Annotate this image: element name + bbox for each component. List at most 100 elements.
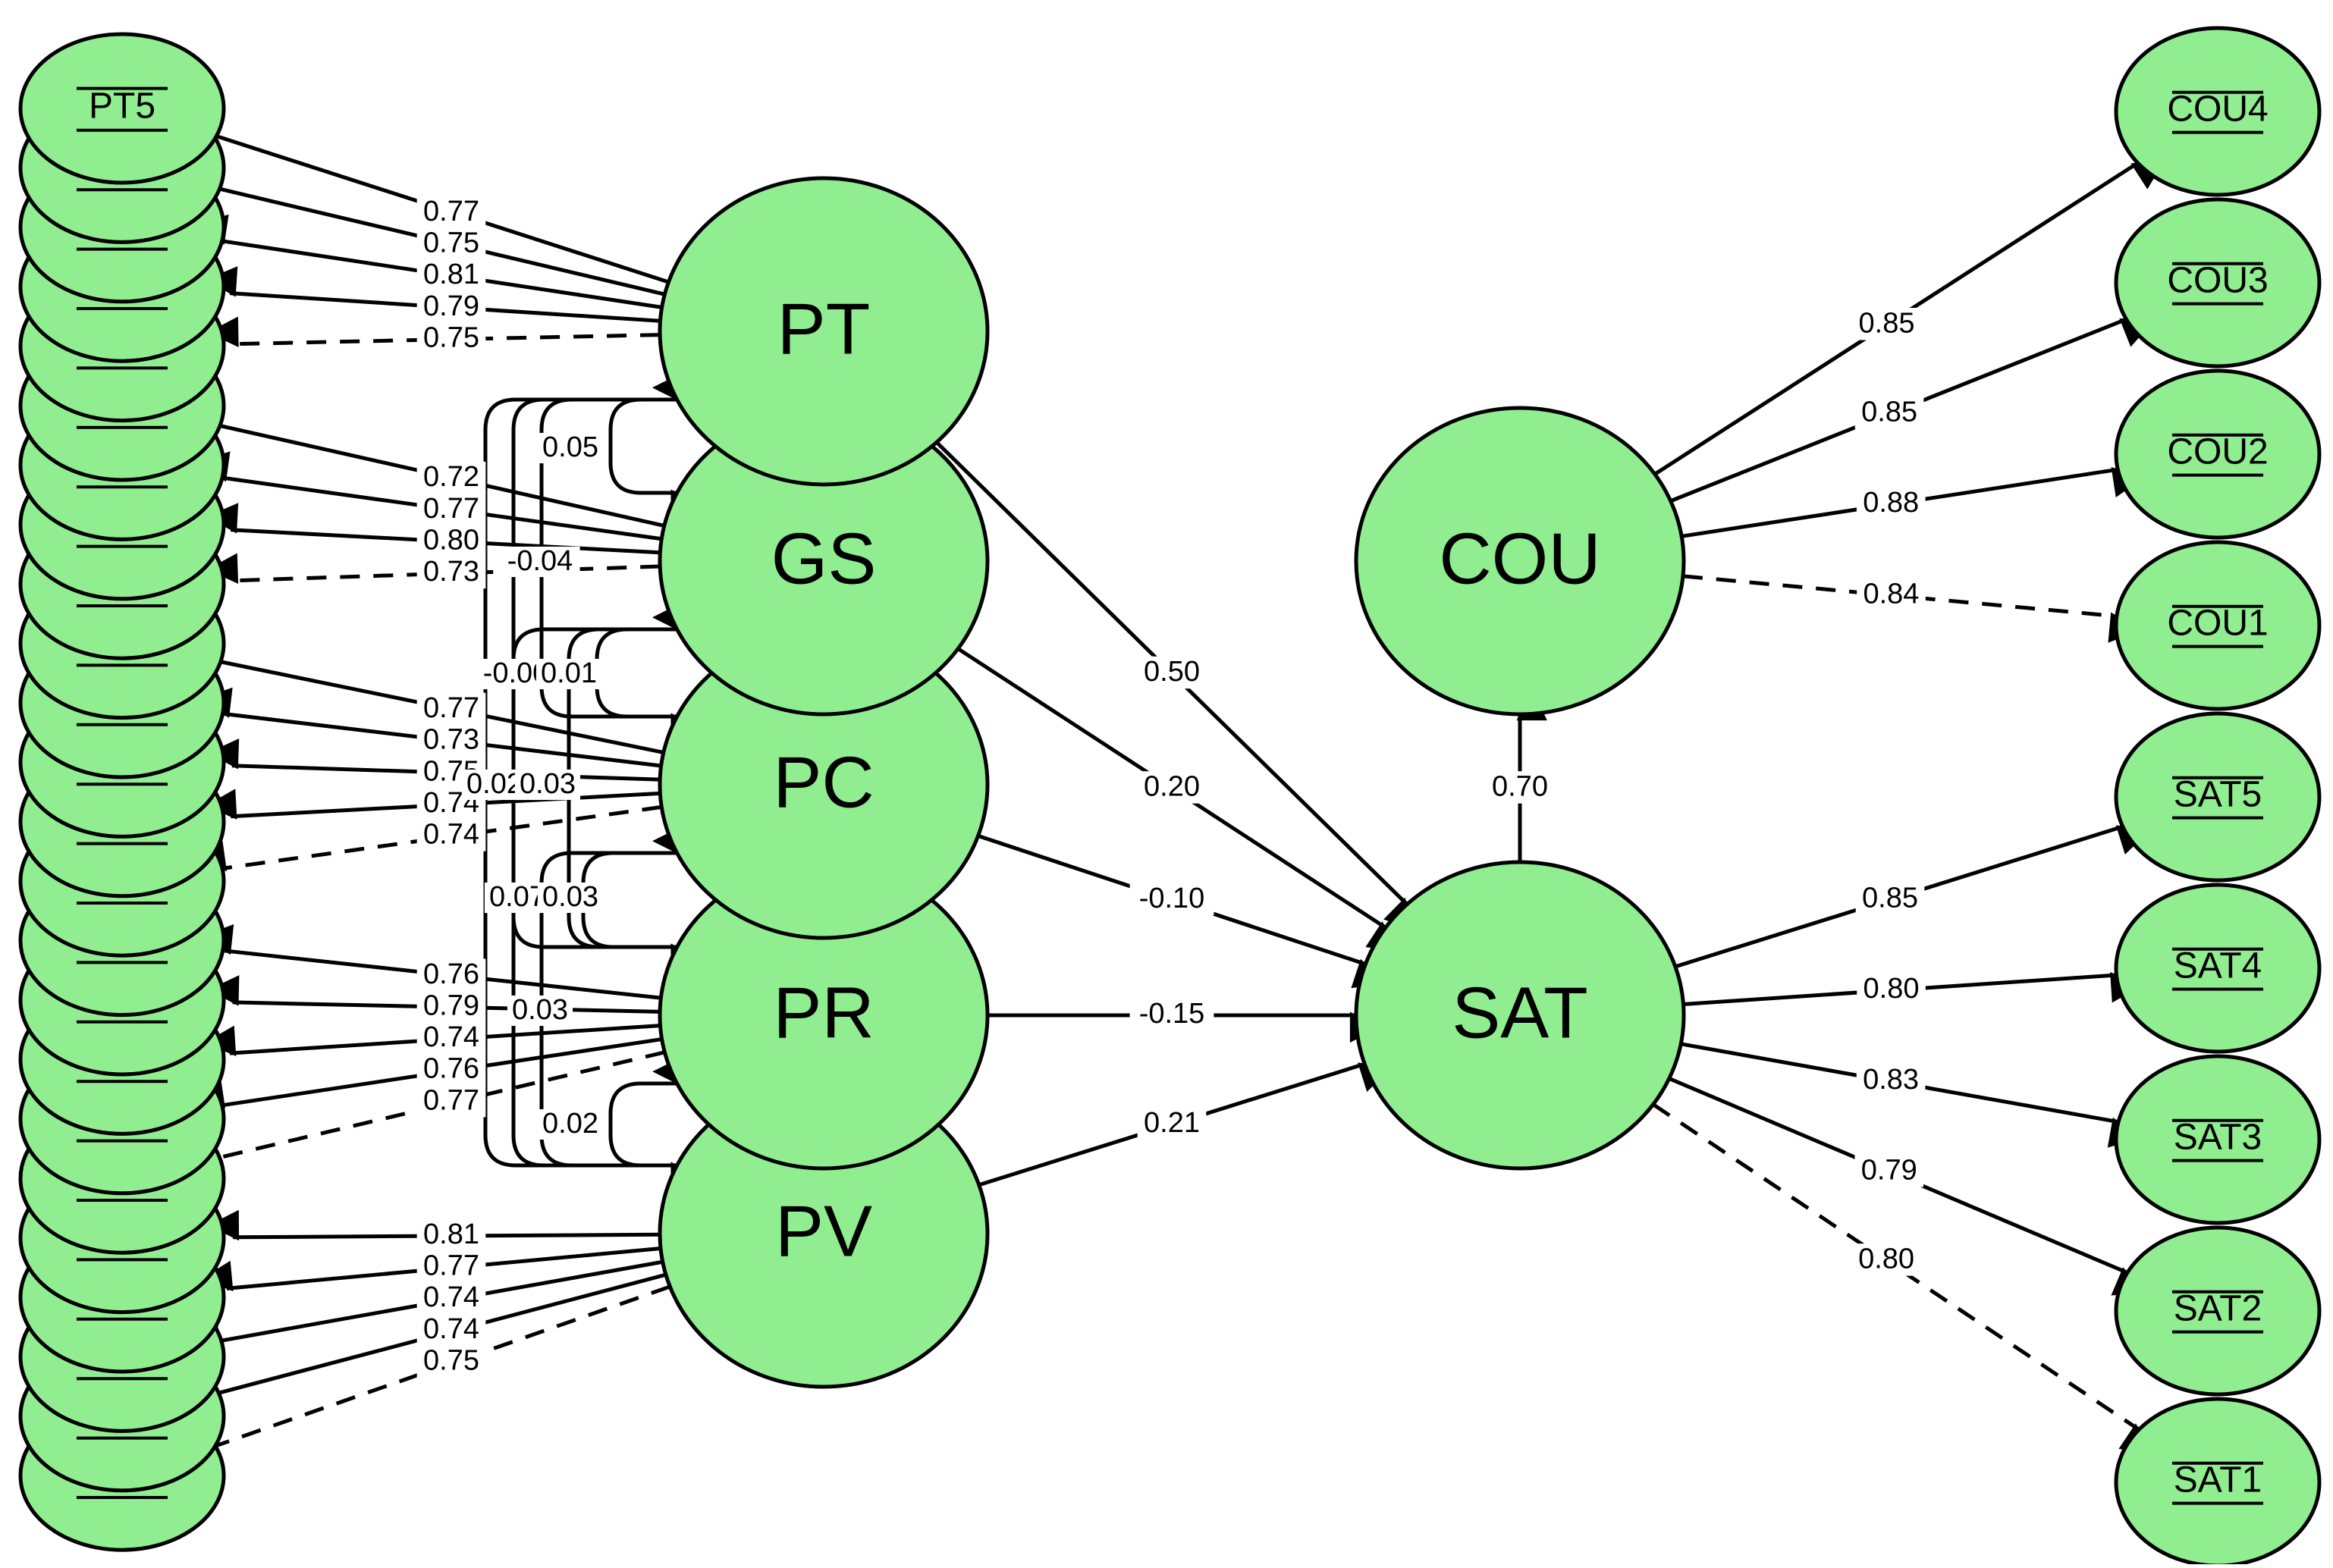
coef-pt-sat: 0.50 [1144,656,1200,688]
loading-label-cou4-bg [1852,308,1921,340]
loading-label-pv3: 0.74 [423,1281,479,1313]
covariance-label-gs-pc: -0.04 [507,545,573,577]
loading-label-pc1: 0.74 [423,819,479,851]
indicator-label-cou2: COU2 [2167,432,2268,472]
indicator-ellipse-cou4 [2114,26,2322,197]
covariance-label-gs-pc-bg [500,546,580,578]
loading-label-pv1: 0.75 [423,1344,479,1376]
loading-label-pc1-bg [416,819,486,851]
loading-label-pr1: 0.77 [423,1084,479,1116]
covariance-label-gs-pr-bg [535,658,602,690]
indicator-node-cou3[interactable]: COU3 [2114,197,2322,368]
loading-label-sat1-bg [1851,1243,1921,1276]
coef-sat-cou: 0.70 [1492,771,1548,803]
loading-label-gs2-bg [416,525,486,557]
covariance-label-gs-pr: 0.01 [541,657,597,689]
latent-node-pv[interactable]: PV [658,1078,990,1389]
loading-label-pr2-bg [416,1053,486,1086]
indicator-ellipse-cou3 [2114,197,2322,368]
indicator-node-sat1[interactable]: SAT1 [2114,1397,2322,1568]
loading-label-pr4-bg [416,990,486,1023]
loading-label-pr4: 0.79 [423,989,479,1021]
loading-label-cou3-bg [1854,397,1924,429]
indicator-label-sat4: SAT4 [2174,946,2262,986]
loading-label-sat2-bg [1854,1155,1924,1187]
loading-label-gs1: 0.73 [423,556,479,588]
latent-node-pc[interactable]: PC [658,629,990,940]
indicator-node-cou4[interactable]: COU4 [2114,26,2322,197]
loading-label-pr3: 0.74 [423,1021,479,1053]
nodes-layer: PV1PV2PV3PV4PV5PR1PR2PR3PR4PR5PC1PC2PC3P… [18,26,2322,1568]
loading-label-gs2: 0.80 [423,524,479,556]
indicator-label-cou4: COU4 [2167,89,2268,130]
latent-label-cou: COU [1439,518,1600,599]
loading-label-sat2: 0.79 [1861,1154,1917,1186]
loading-label-cou4: 0.85 [1859,307,1915,339]
loading-label-pr3-bg [416,1021,486,1055]
loading-label-pc4-bg [416,724,486,757]
right-indicator-column: SAT1 SAT2 SAT3 SAT4 SAT5 COU1 COU2 COU3 COU4 [2114,26,2322,1568]
loading-label-sat4-bg [1857,973,1926,1006]
latent-ellipse-pt [658,176,990,487]
latent-node-sat[interactable]: SAT [1354,860,1686,1171]
loading-label-cou2-bg [1856,487,1926,520]
loading-label-cou3: 0.85 [1861,397,1917,428]
indicator-ellipse-pt5 [18,32,226,185]
indicator-node-sat3[interactable]: SAT3 [2114,1054,2322,1225]
covariance-pr-pv [608,1056,702,1193]
loading-label-gs3-bg [416,493,486,525]
loading-label-pv2-bg [416,1313,486,1346]
covariance-label-pt-gs-bg [537,432,604,464]
loading-label-pv4: 0.77 [423,1250,479,1282]
coef-pr-sat: -0.15 [1139,998,1205,1030]
latent-node-pr[interactable]: PR [658,860,990,1171]
indicator-label-cou1: COU1 [2167,604,2268,644]
loading-label-sat3-bg [1856,1064,1926,1097]
indicator-ellipse-cou1 [2114,540,2322,711]
covariance-label-pc-pv: 0.03 [512,994,568,1026]
indicator-label-pt5: PT5 [89,86,155,127]
coef-pc-sat: -0.10 [1139,883,1205,914]
indicator-node-cou1[interactable]: COU1 [2114,540,2322,711]
loading-label-sat1: 0.80 [1858,1243,1914,1275]
loading-label-gs1-bg [416,556,486,589]
loading-label-pt3: 0.81 [423,259,479,290]
indicator-ellipse-sat2 [2114,1225,2322,1397]
loading-arrow-pv1 [163,1284,671,1457]
loading-label-pc5-bg [416,692,486,726]
indicator-node-pt5[interactable]: PT5 [18,32,226,185]
loading-label-pc4: 0.73 [423,724,479,756]
latent-ellipse-cou [1354,406,1686,717]
loading-label-pt1: 0.75 [423,321,479,353]
indicator-label-sat1: SAT1 [2174,1460,2262,1501]
loading-label-gs4-bg [416,461,486,494]
loading-label-pr5: 0.76 [423,958,479,990]
loading-label-sat5: 0.85 [1862,882,1918,914]
latent-node-gs[interactable]: GS [658,406,990,717]
loading-label-pt5-bg [416,196,486,229]
latent-node-cou[interactable]: COU [1354,406,1686,717]
loading-label-pv5: 0.81 [423,1218,479,1250]
loading-label-sat4: 0.80 [1864,973,1920,1005]
coef-gs-sat: 0.20 [1144,771,1200,803]
indicator-label-sat2: SAT2 [2174,1289,2262,1329]
latent-label-sat: SAT [1452,972,1588,1053]
covariance-label-pt-pv: 0.07 [489,881,545,913]
covariance-gs-pc [595,602,702,744]
loading-label-cou2: 0.88 [1863,487,1919,519]
indicator-ellipse-sat4 [2114,883,2322,1054]
loading-label-pt3-bg [416,259,486,292]
indicator-node-sat5[interactable]: SAT5 [2114,711,2322,883]
left-indicator-stack: PV1PV2PV3PV4PV5PR1PR2PR3PR4PR5PC1PC2PC3P… [18,32,226,1552]
indicator-node-sat2[interactable]: SAT2 [2114,1225,2322,1397]
latent-node-pt[interactable]: PT [658,176,990,487]
indicator-node-cou2[interactable]: COU2 [2114,368,2322,540]
coef-pv-sat: 0.21 [1144,1107,1200,1139]
indicator-node-sat4[interactable]: SAT4 [2114,883,2322,1054]
indicator-ellipse-sat3 [2114,1054,2322,1225]
indicator-ellipse-sat5 [2114,711,2322,883]
coef-gs-sat-bg [1137,771,1207,804]
loading-label-pr5-bg [416,958,486,991]
loading-label-pt4-bg [416,227,486,260]
